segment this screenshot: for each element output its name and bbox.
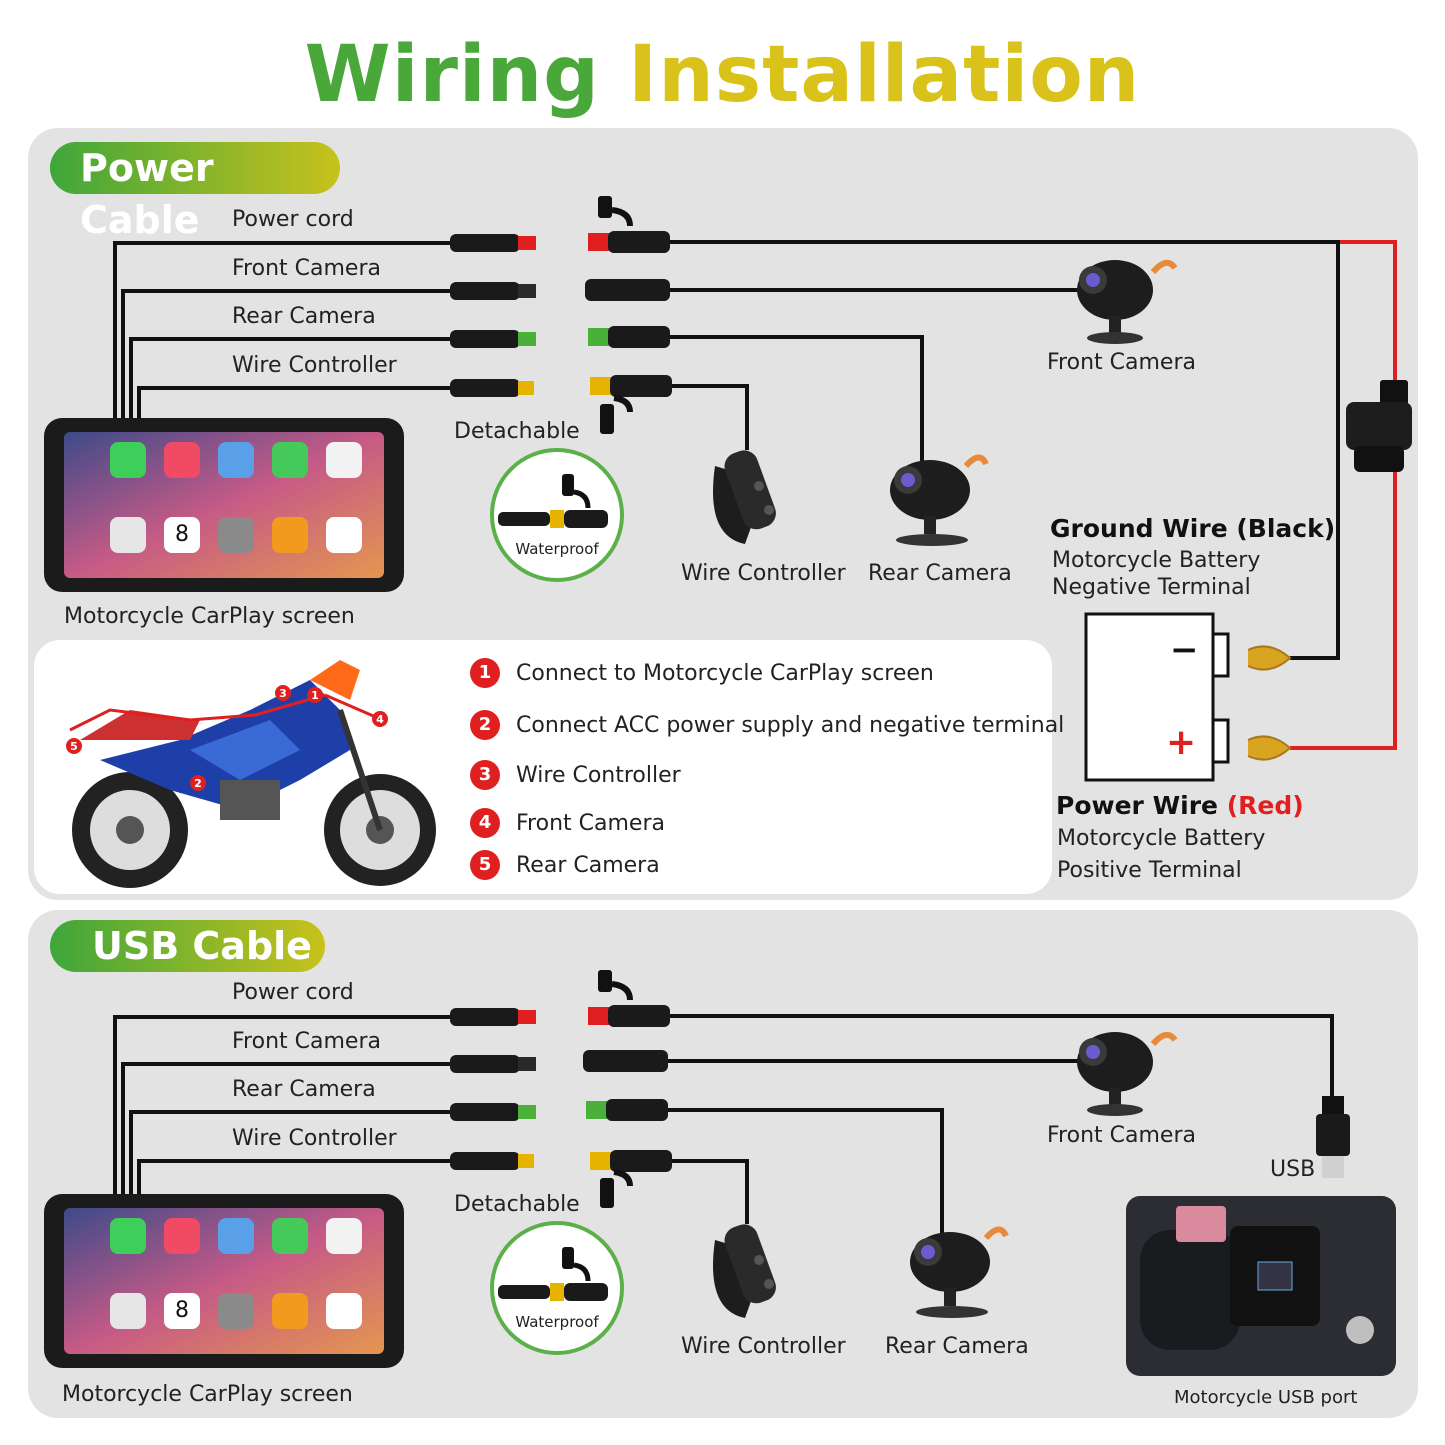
power-wire-title-text: Power Wire: [1056, 791, 1219, 820]
settings-icon: [218, 1293, 254, 1329]
calendar-icon: 8: [164, 1293, 200, 1329]
legend-item-5: 5 Rear Camera: [470, 848, 660, 882]
fuse-holder: [1346, 380, 1412, 472]
usb-waterproof-label: Waterproof: [515, 1313, 599, 1331]
power-wire-line-2: Positive Terminal: [1057, 858, 1242, 883]
legend-text-3: Wire Controller: [516, 762, 681, 788]
music-icon: [164, 442, 200, 478]
front-camera-label: Front Camera: [1047, 350, 1196, 375]
audiobooks-icon: [272, 1293, 308, 1329]
svg-text:5: 5: [70, 740, 78, 753]
power-cable-label-2: Front Camera: [232, 256, 381, 281]
legend-number-5: 5: [470, 850, 500, 880]
phone-icon: [110, 1218, 146, 1254]
phone-icon: [110, 442, 146, 478]
power-wire-title: Power Wire (Red): [1056, 791, 1304, 820]
title-part-2: Installation: [628, 30, 1141, 120]
usb-cable-label-4: Wire Controller: [232, 1126, 397, 1151]
legend-text-5: Rear Camera: [516, 852, 660, 878]
carplay-app-grid-usb: 8: [110, 1218, 380, 1338]
legend-item-1: 1 Connect to Motorcycle CarPlay screen: [470, 656, 934, 690]
power-cable-pill: Power Cable: [50, 142, 340, 242]
usb-cable-label-3: Rear Camera: [232, 1077, 376, 1102]
legend-item-3: 3 Wire Controller: [470, 758, 681, 792]
waterproof-badge: Waterproof: [490, 448, 624, 582]
legend-number-3: 3: [470, 760, 500, 790]
battery-minus: −: [1170, 630, 1199, 670]
screen-label-usb: Motorcycle CarPlay screen: [62, 1382, 353, 1407]
power-wire-title-color: (Red): [1226, 791, 1304, 820]
home-icon: [110, 517, 146, 553]
home-icon: [110, 1293, 146, 1329]
title-part-1: Wiring: [304, 30, 601, 120]
waterproof-label: Waterproof: [515, 540, 599, 558]
legend-number-4: 4: [470, 808, 500, 838]
now-playing-icon: [326, 442, 362, 478]
usb-port-photo: [1126, 1196, 1396, 1376]
usb-cable-label-2: Front Camera: [232, 1029, 381, 1054]
usb-waterproof-badge: Waterproof: [490, 1221, 624, 1355]
legend-item-2: 2 Connect ACC power supply and negative …: [470, 708, 1064, 742]
power-cable-label-4: Wire Controller: [232, 353, 397, 378]
legend-number-1: 1: [470, 658, 500, 688]
svg-text:2: 2: [194, 777, 202, 790]
audiobooks-icon: [272, 517, 308, 553]
battery-diagram: [1084, 612, 1292, 782]
ground-wire-title: Ground Wire (Black): [1050, 514, 1336, 543]
messages-icon: [272, 1218, 308, 1254]
svg-text:1: 1: [311, 689, 319, 702]
page-title: Wiring Installation: [0, 30, 1445, 120]
legend-number-2: 2: [470, 710, 500, 740]
messages-icon: [272, 442, 308, 478]
screen-label-power: Motorcycle CarPlay screen: [64, 604, 355, 629]
detachable-label: Detachable: [454, 419, 580, 444]
svg-text:4: 4: [376, 713, 384, 726]
left-connectors: [450, 234, 536, 397]
google-maps-icon: [326, 517, 362, 553]
settings-icon: [218, 517, 254, 553]
power-wire-line-1: Motorcycle Battery: [1057, 826, 1266, 851]
motorcycle-illustration: 1 2 3 4 5: [66, 660, 436, 888]
power-cable-label-3: Rear Camera: [232, 304, 376, 329]
usb-port-label: Motorcycle USB port: [1174, 1387, 1358, 1408]
usb-plug-icon: [1316, 1096, 1350, 1178]
rear-camera-label: Rear Camera: [868, 561, 1012, 586]
usb-cable-label-1: Power cord: [232, 980, 354, 1005]
carplay-app-grid-power: 8: [110, 442, 380, 562]
legend-text-2: Connect ACC power supply and negative te…: [516, 712, 1065, 738]
usb-cable-pill: USB Cable: [50, 920, 325, 972]
power-cable-label-1: Power cord: [232, 207, 354, 232]
usb-wire-controller-label: Wire Controller: [681, 1334, 846, 1359]
front-camera-power: [1077, 259, 1178, 344]
ground-wire-line-2: Negative Terminal: [1052, 575, 1251, 600]
legend-text-4: Front Camera: [516, 810, 665, 836]
usb-label: USB: [1270, 1157, 1316, 1182]
now-playing-icon: [326, 1218, 362, 1254]
legend-item-4: 4 Front Camera: [470, 806, 665, 840]
usb-detachable-label: Detachable: [454, 1192, 580, 1217]
legend-text-1: Connect to Motorcycle CarPlay screen: [516, 660, 934, 686]
usb-front-camera-label: Front Camera: [1047, 1123, 1196, 1148]
maps-icon: [218, 442, 254, 478]
google-maps-icon: [326, 1293, 362, 1329]
ground-wire-line-1: Motorcycle Battery: [1052, 548, 1261, 573]
wire-controller-label: Wire Controller: [681, 561, 846, 586]
maps-icon: [218, 1218, 254, 1254]
usb-rear-camera-label: Rear Camera: [885, 1334, 1029, 1359]
battery-plus: +: [1166, 722, 1197, 763]
wire-controller-power: [713, 450, 776, 544]
rear-camera-power: [890, 454, 989, 546]
music-icon: [164, 1218, 200, 1254]
svg-text:3: 3: [279, 687, 287, 700]
calendar-icon: 8: [164, 517, 200, 553]
